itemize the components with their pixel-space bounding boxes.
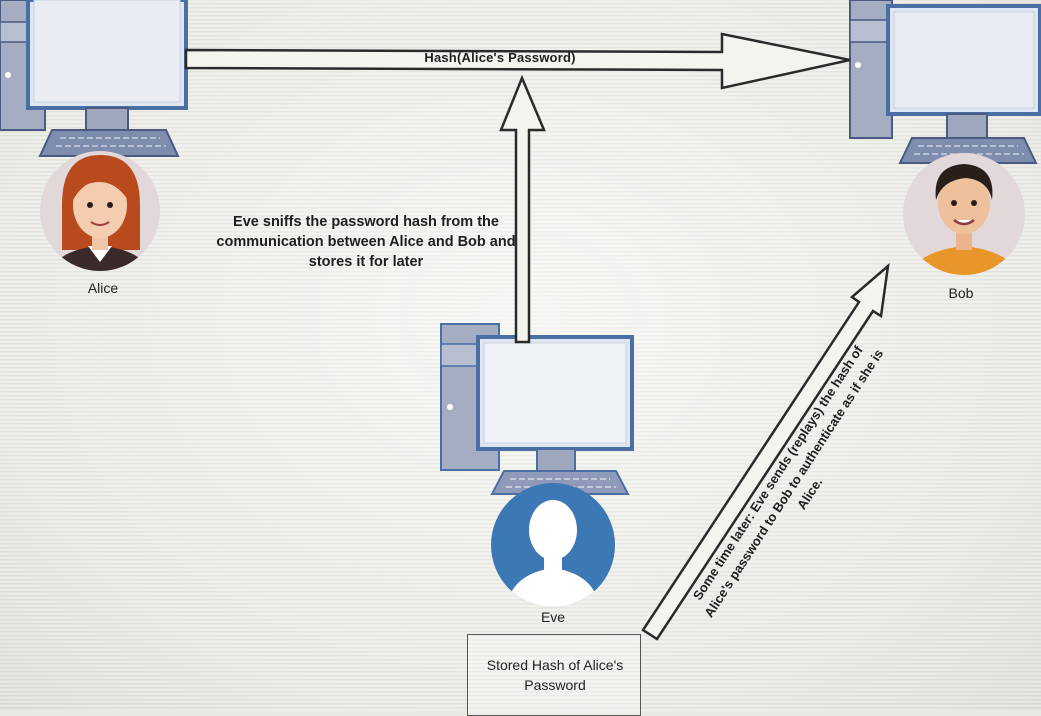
hash-transfer-arrow	[184, 32, 851, 90]
sniff-arrow	[499, 74, 546, 344]
alice-label: Alice	[87, 280, 119, 296]
bob-avatar	[903, 153, 1025, 275]
alice-computer-icon	[0, 0, 188, 157]
eve-computer-icon	[440, 323, 634, 495]
bob-label: Bob	[948, 285, 974, 301]
alice-avatar	[40, 151, 160, 271]
replay-arrow	[641, 262, 890, 641]
eve-label: Eve	[540, 609, 566, 625]
eve-avatar	[491, 483, 615, 607]
stored-hash-text: Stored Hash of Alice's Password	[486, 657, 624, 693]
stored-hash-box: Stored Hash of Alice's Password	[467, 634, 641, 716]
eve-sniff-note: Eve sniffs the password hash from the co…	[216, 214, 516, 270]
bob-computer-icon	[849, 0, 1041, 164]
arrow-label: Hash(Alice's Password)	[424, 50, 576, 65]
